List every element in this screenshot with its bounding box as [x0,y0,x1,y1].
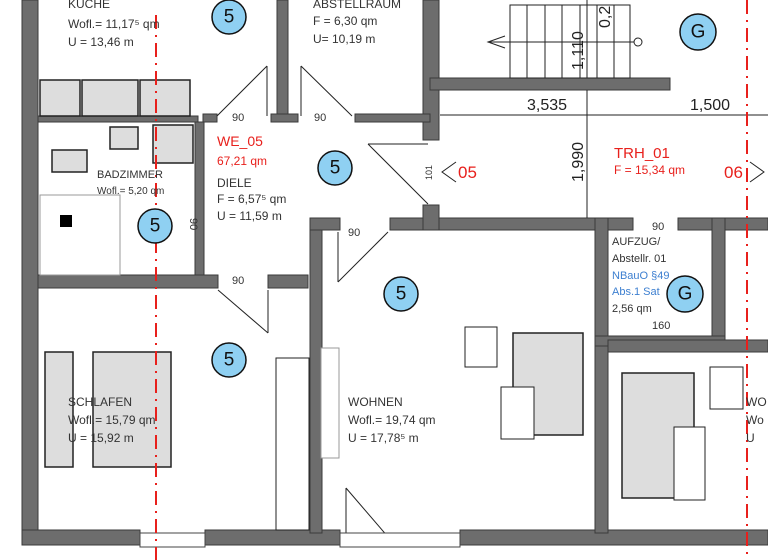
room-name-abstellraum: ABSTELLRAUM [313,0,401,11]
dimension-1990: 1,990 [570,142,587,182]
room-perimeter-schlafen: U = 15,92 m [68,431,134,445]
room-name-kueche: KÜCHE [68,0,110,11]
stairwell-name: TRH_01 [614,145,670,162]
door-width: 90 [348,227,360,239]
unit-entry-arrow-icon [441,161,457,183]
badge-label: G [678,284,693,305]
door-width: 90 [232,112,244,124]
badge-label: 5 [150,216,161,237]
badge-label: 5 [224,350,235,371]
stairwell-area: F = 15,34 qm [614,163,685,177]
room-area-kueche: Wofl.= 11,17⁵ qm [68,17,160,31]
room-area-wohnen: Wofl.= 19,74 qm [348,413,436,427]
door-width: 90 [314,112,326,124]
badge-label: 5 [396,284,407,305]
category-badge: G [666,275,704,313]
doors [139,65,461,548]
dimension-101: 101 [424,165,434,180]
room-area-schlafen: Wofl.= 15,79 qm [68,413,156,427]
category-badge: 5 [211,0,247,35]
category-badge: 5 [317,150,353,186]
staircase [486,4,643,79]
room-name-wohnen: WOHNEN [348,395,403,409]
room-area-wo: Wo [746,413,764,427]
room-name2-aufzug: Abstellr. 01 [612,253,666,265]
furniture [39,79,744,531]
dimension-02: 0,2 [597,6,614,28]
category-badge: G [679,13,717,51]
door-width: 90 [232,275,244,287]
room-perimeter-diele: U = 11,59 m [217,209,282,223]
room-area-diele: F = 6,57⁵ qm [217,192,286,206]
dimension-1500: 1,500 [690,97,730,114]
dimension-160: 160 [652,320,670,332]
room-note-aufzug: NBauO §49 [612,270,669,282]
room-name-aufzug: AUFZUG/ [612,236,661,248]
dimension-3535: 3,535 [527,97,567,114]
room-note2-aufzug: Abs.1 Sat [612,286,660,298]
badge-label: 5 [224,7,235,28]
unit-marker-06: 06 [724,163,743,182]
room-perimeter-abstellraum: U= 10,19 m [313,32,375,46]
room-area-aufzug: 2,56 qm [612,303,652,315]
room-name-diele: DIELE [217,176,252,190]
badge-label: G [691,22,706,43]
room-perimeter-wo: U [746,431,755,445]
room-perimeter-wohnen: U = 17,78⁵ m [348,431,419,445]
room-name-wo: WO [746,395,767,409]
dimension-1110: 1,110 [570,31,587,70]
category-badge: 5 [383,276,419,312]
room-area-badzimmer: Wofl.= 5,20 qm [97,186,164,197]
room-perimeter-kueche: U = 13,46 m [68,35,134,49]
room-name-badzimmer: BADZIMMER [97,169,163,181]
unit-entry-arrow-icon [749,161,765,183]
walls [21,0,768,546]
unit-area: 67,21 qm [217,154,267,168]
door-width: 90 [187,218,199,230]
room-area-abstellraum: F = 6,30 qm [313,14,377,28]
category-badge: 5 [211,342,247,378]
unit-id: WE_05 [217,133,263,149]
unit-marker-05: 05 [458,163,477,182]
category-badge: 5 [137,208,173,244]
badge-label: 5 [330,158,341,179]
room-name-schlafen: SCHLAFEN [68,395,132,409]
door-width: 90 [652,221,664,233]
